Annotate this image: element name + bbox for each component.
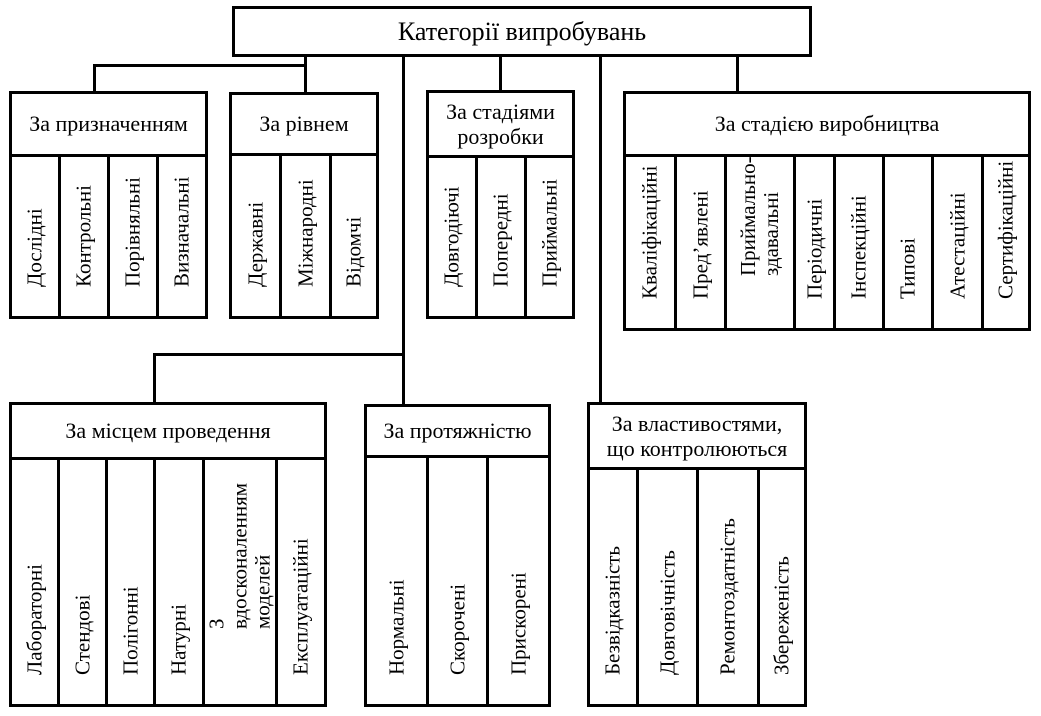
leaf-node: Контрольні — [58, 154, 110, 319]
leaf-label: Натурні — [166, 603, 191, 675]
root-node: Категорії випробувань — [232, 6, 812, 57]
leaf-node: Натурні — [153, 457, 205, 707]
leaf-label: Порівняльні — [120, 176, 145, 287]
leaf-node: Атестаційні — [931, 154, 984, 331]
category-location-label: За місцем проведення — [65, 418, 271, 444]
leaf-label: Попередні — [488, 193, 513, 287]
leaf-node: Нормальні — [364, 455, 429, 707]
leaf-node: Приймально- здавальні — [724, 154, 796, 331]
leaf-node: Попередні — [475, 155, 527, 319]
leaf-label: Довгодіючі — [439, 186, 464, 287]
category-production-header: За стадією виробництва — [623, 91, 1031, 157]
leaf-label: Прискорені — [505, 572, 530, 675]
connector-line — [93, 64, 307, 67]
leaf-label: Довговічність — [654, 550, 679, 675]
connector-line — [599, 55, 602, 404]
connector-line — [93, 64, 96, 92]
leaf-label: Періодичні — [801, 198, 826, 299]
leaf-node: Кваліфікаційні — [623, 154, 677, 331]
category-development-label: За стадіями розробки — [446, 98, 555, 149]
connector-line — [736, 55, 739, 92]
category-production-label: За стадією виробництва — [714, 111, 940, 137]
category-properties-header: За властивостями, що контролюються — [587, 402, 807, 470]
category-duration-header: За протяжністю — [364, 404, 551, 458]
leaf-node: Пред’явлені — [674, 154, 727, 331]
leaf-node: Типові — [882, 154, 934, 331]
category-purpose-label: За призначенням — [29, 111, 188, 137]
leaf-node: Порівняльні — [107, 154, 159, 319]
category-level-header: За рівнем — [229, 92, 379, 156]
leaf-node: Періодичні — [793, 154, 836, 331]
leaf-node: Міжнародні — [279, 153, 332, 319]
connector-line — [153, 353, 156, 403]
connector-line — [304, 55, 307, 93]
connector-line — [499, 55, 502, 92]
leaf-label: Безвідказність — [600, 545, 625, 675]
category-level-label: За рівнем — [259, 111, 349, 137]
leaf-label: Атестаційні — [944, 192, 969, 299]
leaf-node: З вдосконаленням моделей — [202, 457, 278, 707]
leaf-node: Довгодіючі — [426, 155, 478, 319]
leaf-node: Визначальні — [156, 154, 208, 319]
leaf-node: Ремонтоздатність — [696, 467, 760, 707]
leaf-node: Лабораторні — [9, 457, 60, 707]
category-duration-label: За протяжністю — [383, 418, 532, 444]
leaf-label: Експлуатаційні — [288, 538, 313, 675]
leaf-node: Прискорені — [486, 455, 551, 707]
leaf-label: Дослідні — [22, 208, 47, 287]
leaf-label: Інспекційні — [846, 195, 871, 299]
leaf-label: Збереженість — [769, 556, 794, 675]
leaf-node: Збереженість — [757, 467, 807, 707]
root-label: Категорії випробувань — [397, 16, 647, 46]
leaf-node: Приймальні — [524, 155, 575, 319]
leaf-node: Експлуатаційні — [275, 457, 327, 707]
category-location-header: За місцем проведення — [9, 402, 327, 460]
leaf-node: Стендові — [57, 457, 108, 707]
leaf-label: З вдосконаленням моделей — [204, 482, 275, 629]
leaf-label: Визначальні — [169, 176, 194, 287]
leaf-label: Скорочені — [444, 583, 469, 675]
leaf-node: Довговічність — [636, 467, 699, 707]
leaf-label: Приймально- здавальні — [735, 156, 783, 276]
leaf-node: Державні — [229, 153, 282, 319]
leaf-label: Відомчі — [341, 216, 366, 287]
leaf-label: Міжнародні — [292, 179, 317, 287]
leaf-node: Відомчі — [329, 153, 379, 319]
leaf-label: Кваліфікаційні — [637, 165, 662, 299]
connector-line — [402, 55, 405, 404]
leaf-label: Ремонтоздатність — [715, 518, 740, 675]
leaf-node: Скорочені — [426, 455, 489, 707]
leaf-label: Сертифікаційні — [993, 160, 1018, 299]
leaf-node: Полігонні — [105, 457, 156, 707]
leaf-label: Нормальні — [383, 579, 408, 675]
leaf-node: Сертифікаційні — [981, 154, 1031, 331]
category-properties-label: За властивостями, що контролюються — [606, 410, 788, 461]
leaf-node: Інспекційні — [833, 154, 885, 331]
category-purpose-header: За призначенням — [9, 91, 208, 157]
leaf-label: Контрольні — [71, 184, 96, 287]
leaf-node: Безвідказність — [587, 467, 639, 707]
leaf-label: Державні — [242, 201, 267, 287]
leaf-label: Стендові — [69, 594, 94, 675]
connector-line — [153, 353, 405, 356]
leaf-node: Дослідні — [9, 154, 61, 319]
category-development-header: За стадіями розробки — [426, 90, 575, 158]
leaf-label: Лабораторні — [21, 563, 46, 675]
leaf-label: Типові — [895, 237, 920, 299]
leaf-label: Полігонні — [117, 586, 142, 675]
leaf-label: Приймальні — [536, 178, 561, 287]
leaf-label: Пред’явлені — [687, 190, 712, 299]
